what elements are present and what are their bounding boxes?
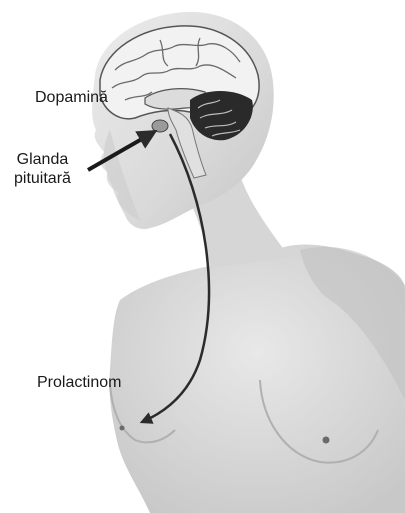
pituitary-gland-label: Glanda pituitară: [14, 150, 71, 188]
dopamine-label: Dopamină: [35, 88, 108, 107]
pituitary-gland-label-line2: pituitară: [14, 169, 71, 188]
pituitary-gland: [152, 120, 168, 132]
nipple-left: [120, 426, 125, 431]
prolactinoma-label: Prolactinom: [37, 373, 121, 392]
pituitary-gland-label-line1: Glanda: [14, 150, 71, 169]
nipple-right: [323, 437, 330, 444]
